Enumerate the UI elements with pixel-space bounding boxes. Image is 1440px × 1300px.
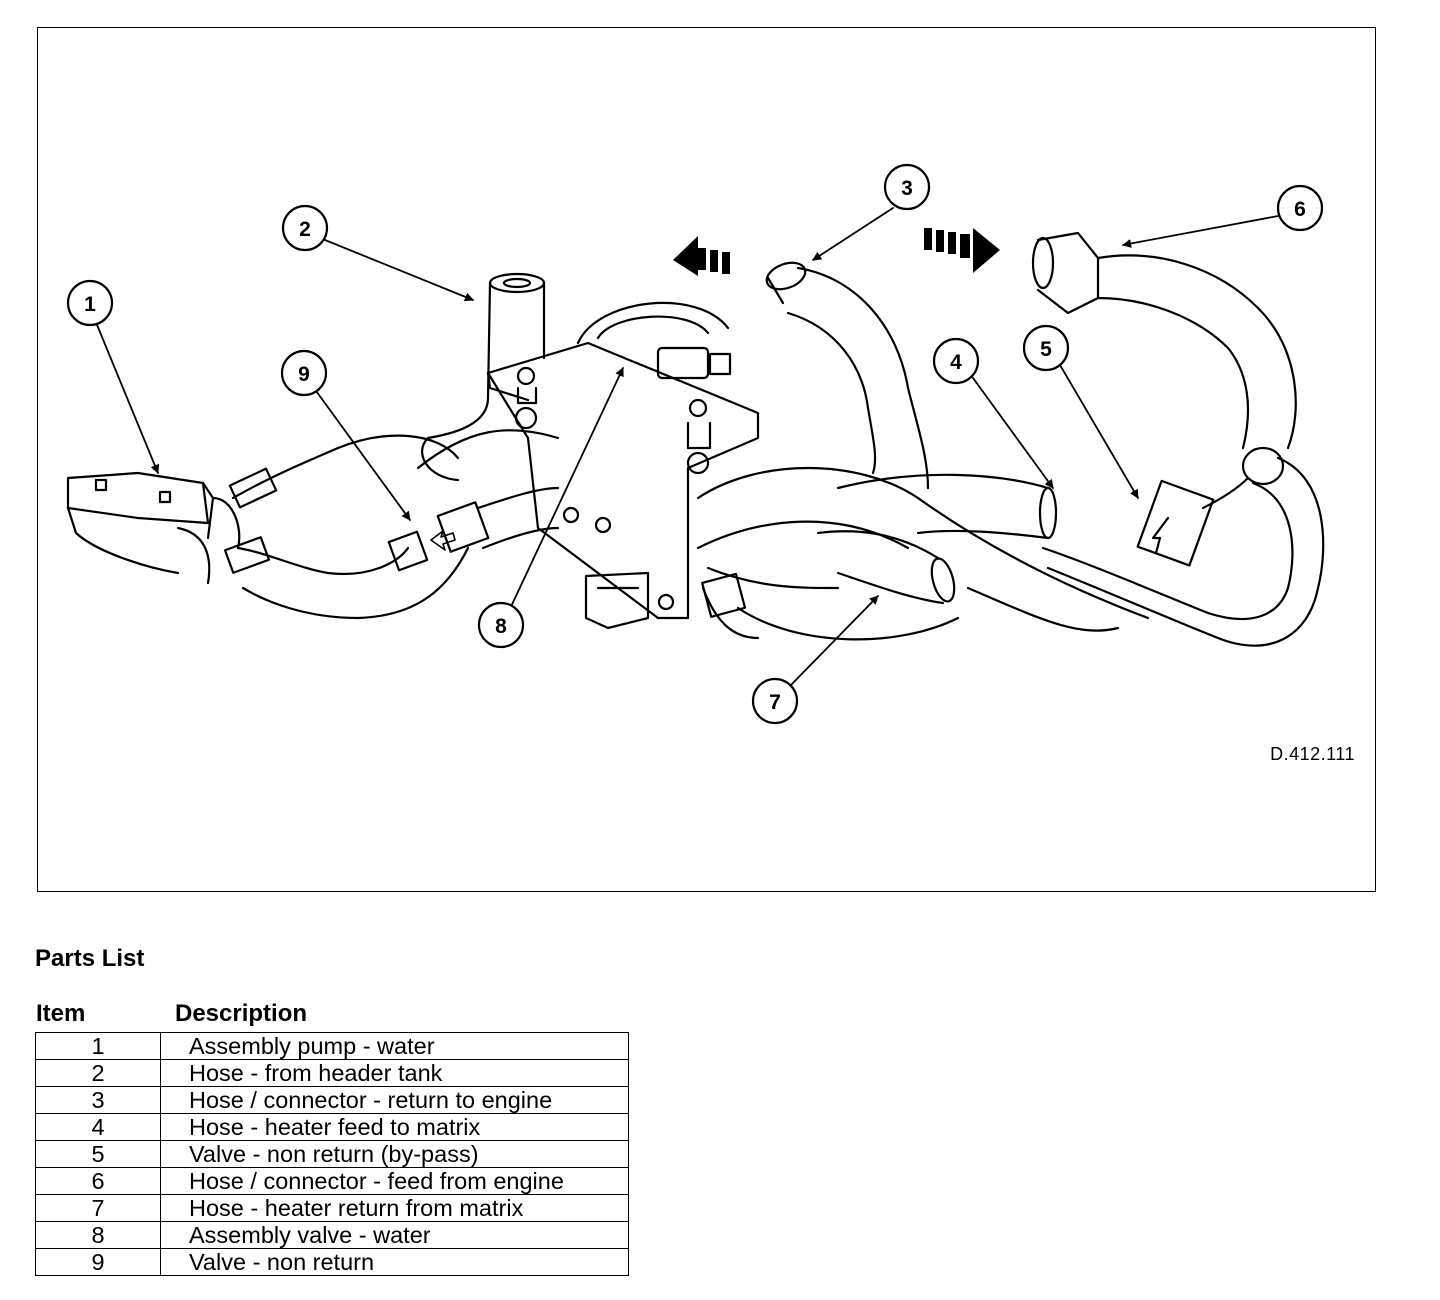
svg-text:3: 3 [901,177,913,200]
parts-list-title: Parts List [35,945,145,972]
return-to-engine-hose [765,261,930,490]
item-number: 3 [35,1086,161,1114]
pump-outlet-hose [223,434,560,620]
header-tank-hose [421,272,546,482]
diagram-frame: 1 2 3 4 5 6 7 8 [37,27,1376,892]
item-number: 4 [35,1113,161,1141]
item-number: 9 [35,1248,161,1276]
in-hose-flow-arrow-9 [430,530,456,551]
callout-6: 6 [1276,184,1324,232]
heater-feed-hose [836,473,1058,540]
bypass-valve-loop [1041,446,1325,647]
callout-2: 2 [281,204,329,252]
table-row: 4 Hose - heater feed to matrix [35,1113,629,1141]
callout-9: 9 [280,349,328,397]
callout-5: 5 [1022,324,1070,372]
feed-from-engine-hose [1031,231,1297,450]
item-description: Hose - from header tank [160,1059,629,1087]
leader-lines [94,207,1279,687]
item-number: 1 [35,1032,161,1060]
item-number: 5 [35,1140,161,1168]
callout-4: 4 [932,337,980,385]
svg-text:8: 8 [495,615,507,638]
table-row: 1 Assembly pump - water [35,1032,629,1060]
lower-return-hose [416,429,1150,641]
item-description: Valve - non return (by-pass) [160,1140,629,1168]
item-description: Hose - heater feed to matrix [160,1113,629,1141]
callout-1: 1 [66,279,114,327]
item-number: 6 [35,1167,161,1195]
svg-text:2: 2 [299,218,311,241]
item-description: Assembly valve - water [160,1221,629,1249]
item-description: Hose - heater return from matrix [160,1194,629,1222]
svg-text:9: 9 [298,363,310,386]
table-row: 3 Hose / connector - return to engine [35,1086,629,1114]
heater-return-hose [701,530,956,640]
svg-text:7: 7 [769,691,781,714]
svg-text:6: 6 [1294,198,1306,221]
column-header-description: Description [175,1000,308,1027]
column-header-item: Item [36,1000,86,1027]
table-row: 8 Assembly valve - water [35,1221,629,1249]
water-pump-assembly [66,471,241,585]
table-row: 2 Hose - from header tank [35,1059,629,1087]
svg-text:4: 4 [950,351,962,374]
flow-arrows [673,228,1000,276]
table-row: 7 Hose - heater return from matrix [35,1194,629,1222]
callout-7: 7 [751,677,799,725]
item-number: 7 [35,1194,161,1222]
callout-8: 8 [477,601,525,649]
svg-text:5: 5 [1040,338,1052,361]
item-description: Hose / connector - feed from engine [160,1167,629,1195]
svg-text:1: 1 [84,293,96,316]
callout-3: 3 [883,163,931,211]
water-valve-assembly [486,301,760,630]
item-number: 2 [35,1059,161,1087]
item-description: Hose / connector - return to engine [160,1086,629,1114]
item-number: 8 [35,1221,161,1249]
table-row: 5 Valve - non return (by-pass) [35,1140,629,1168]
parts-table: 1 Assembly pump - water 2 Hose - from he… [35,1032,629,1276]
item-description: Assembly pump - water [160,1032,629,1060]
table-row: 9 Valve - non return [35,1248,629,1276]
item-description: Valve - non return [160,1248,629,1276]
table-row: 6 Hose / connector - feed from engine [35,1167,629,1195]
coolant-hose-diagram: 1 2 3 4 5 6 7 8 [66,163,1325,725]
drawing-reference: D.412.111 [1270,744,1355,764]
